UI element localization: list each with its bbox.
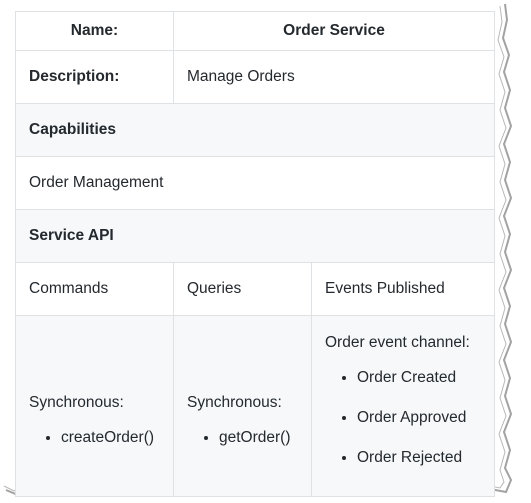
events-list: Order Created Order Approved Order Rejec… [325,368,481,468]
list-item: getOrder() [219,428,298,448]
commands-kind: Synchronous: [29,394,124,411]
capability-item: Order Management [15,156,495,210]
description-row: Description: Manage Orders [15,50,495,104]
commands-cell: Synchronous: createOrder() [15,315,174,497]
queries-kind: Synchronous: [187,394,282,411]
queries-cell: Synchronous: getOrder() [173,315,312,497]
api-details-row: Synchronous: createOrder() Synchronous: … [15,315,495,497]
events-column-header: Events Published [311,262,495,316]
events-channel: Order event channel: [325,334,470,351]
capabilities-heading-row: Capabilities [15,103,495,157]
name-row: Name: Order Service [15,11,495,51]
name-label: Name: [15,11,174,51]
list-item: createOrder() [61,428,160,448]
service-api-heading: Service API [15,209,495,263]
queries-column-header: Queries [173,262,312,316]
service-name: Order Service [173,11,495,51]
list-item: Order Created [357,368,481,388]
list-item: Order Rejected [357,448,481,468]
description-label: Description: [15,50,174,104]
service-spec-table: Name: Order Service Description: Manage … [15,11,495,497]
list-item: Order Approved [357,408,481,428]
events-cell: Order event channel: Order Created Order… [311,315,495,497]
commands-column-header: Commands [15,262,174,316]
api-columns-row: Commands Queries Events Published [15,262,495,316]
queries-list: getOrder() [187,428,298,448]
service-api-heading-row: Service API [15,209,495,263]
capabilities-heading: Capabilities [15,103,495,157]
description-value: Manage Orders [173,50,495,104]
commands-list: createOrder() [29,428,160,448]
capability-row: Order Management [15,156,495,210]
